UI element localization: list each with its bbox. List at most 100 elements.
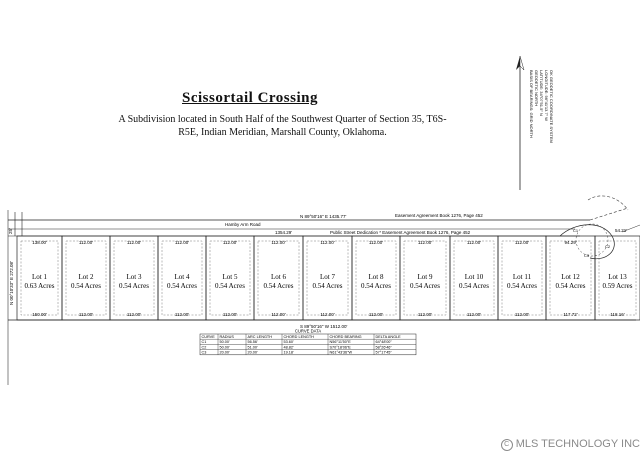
curve-data-table: CURVE DATACURVEC1C2C3RADIUS50.00'50.00'2…	[199, 329, 417, 356]
lot-top-dimension: 112.00'	[467, 240, 481, 245]
curve-table-cell: 20.00'	[220, 351, 231, 355]
lot-name: Lot 7	[320, 273, 335, 281]
north-note-line: BASIS OF BEARINGS: GRID NORTH	[529, 70, 534, 138]
west-boundary-label: N 00°10'33" E 272.08'	[9, 261, 14, 305]
lot-top-dimension: 94.29'	[564, 240, 576, 245]
plat-subtitle: A Subdivision located in South Half of t…	[118, 114, 447, 138]
curve-table-cell: S70°18'06"E	[330, 345, 352, 349]
curve-table-cell: 50.00'	[220, 345, 231, 349]
lot-bottom-dimension: 150.00'	[32, 312, 47, 317]
lot-name: Lot 9	[418, 273, 433, 281]
curve-table-cell: N61°43'36"W	[330, 351, 353, 355]
setback-line	[161, 240, 203, 316]
curve-table-cell: N56°11'50"E	[330, 340, 352, 344]
lot-bottom-dimension: 112.00'	[467, 312, 481, 317]
curve-table-header: CHORD LENGTH	[284, 335, 315, 339]
lot-block: Lot 100.54 Acres 112.00' 112.00'	[449, 235, 499, 321]
curve-table-cell: 19.18'	[284, 351, 295, 355]
setback-line	[65, 240, 107, 316]
lot-area: 0.54 Acres	[119, 282, 149, 290]
lot-bottom-dimension: 112.00'	[320, 312, 334, 317]
lot-bottom-dimension: 112.00'	[79, 312, 93, 317]
lot-top-dimension: 112.00'	[175, 240, 189, 245]
curve-table-cell: 53.60'	[284, 340, 295, 344]
north-boundary-label: N 89°50'16" E 1435.77'	[300, 214, 347, 219]
curve-table-cell: 58°26'46"	[376, 345, 393, 349]
lot-area: 0.54 Acres	[313, 282, 343, 290]
setback-line	[209, 240, 251, 316]
curve-table-cell: 50.00'	[220, 340, 231, 344]
lot-bottom-dimension: 112.00'	[175, 312, 189, 317]
curve-table-cell: 56.56'	[248, 340, 259, 344]
lot-name: Lot 5	[223, 273, 238, 281]
curve-c1-label: C1	[573, 228, 579, 233]
setback-line	[20, 240, 59, 316]
lot-top-dimension: 112.00'	[515, 240, 529, 245]
curve-c3-label: C3	[584, 253, 590, 258]
lot-area: 0.54 Acres	[507, 282, 537, 290]
lot-area: 0.54 Acres	[167, 282, 197, 290]
setback-line	[403, 240, 447, 316]
lot-name: Lot 12	[561, 273, 580, 281]
lot-bottom-dimension: 112.00'	[369, 312, 383, 317]
road-name-label: Hamby Arm Road	[225, 222, 261, 227]
plat-title: Scissortail Crossing	[182, 90, 318, 106]
copyright-icon: C	[500, 439, 513, 451]
lot-name: Lot 11	[513, 273, 532, 281]
north-note-line: LONGITUDE: 96°41'13.7" W	[544, 70, 549, 121]
curve-table-header: RADIUS	[220, 335, 235, 339]
curve-table-title: CURVE DATA	[295, 329, 321, 334]
curve-table-cell: 48.82'	[284, 345, 295, 349]
lot-area: 0.54 Acres	[215, 282, 245, 290]
setback-line	[598, 240, 637, 316]
lot-top-dimension: 112.00'	[127, 240, 141, 245]
setback-line	[257, 240, 300, 316]
south-boundary-label: S 89°50'16" W 1512.00'	[300, 324, 348, 329]
north-note-line: LATITUDE: 34°07'51.5" N	[539, 70, 544, 116]
curve-table-cell: 57°17'45"	[376, 351, 393, 355]
lot-bottom-dimension: 112.00'	[271, 312, 285, 317]
lot-area: 0.54 Acres	[71, 282, 101, 290]
lot-bottom-dimension: 112.00'	[223, 312, 237, 317]
north-note-line: GEODETIC NORTH	[534, 70, 539, 106]
lot-area: 0.54 Acres	[459, 282, 489, 290]
lot-area: 0.54 Acres	[410, 282, 440, 290]
curve-table-cell: 51.00'	[248, 345, 259, 349]
curve-table-cell: 64°48'00"	[376, 340, 393, 344]
curve-table-header: DELTA ANGLE	[376, 335, 402, 339]
lot-area: 0.54 Acres	[361, 282, 391, 290]
lot-name: Lot 6	[271, 273, 286, 281]
curve-table-header: CHORD BEARING	[330, 335, 362, 339]
lot-top-dimension: 112.00'	[271, 240, 285, 245]
road-dim-label: 1354.29'	[275, 230, 292, 235]
curve-table-cell: 20.00'	[248, 351, 259, 355]
north-note-line: OK GEODETIC COORDINATE SYSTEM	[549, 70, 554, 143]
lot-area: 0.54 Acres	[556, 282, 586, 290]
easement-top-label: Easement Agreement Book 1276, Page 452	[395, 213, 483, 218]
setback-line	[306, 240, 349, 316]
setback-line	[355, 240, 397, 316]
lot-area: 0.63 Acres	[25, 282, 55, 290]
lot-bottom-dimension: 118.16'	[610, 312, 624, 317]
setback-line	[549, 240, 592, 316]
lot-name: Lot 10	[465, 273, 484, 281]
public-street-label: Public Street Dedication * Easement Agre…	[330, 230, 471, 235]
lot-name: Lot 2	[79, 273, 94, 281]
lot-name: Lot 3	[127, 273, 142, 281]
lot-name: Lot 1	[32, 273, 47, 281]
lot-area: 0.59 Acres	[603, 282, 633, 290]
